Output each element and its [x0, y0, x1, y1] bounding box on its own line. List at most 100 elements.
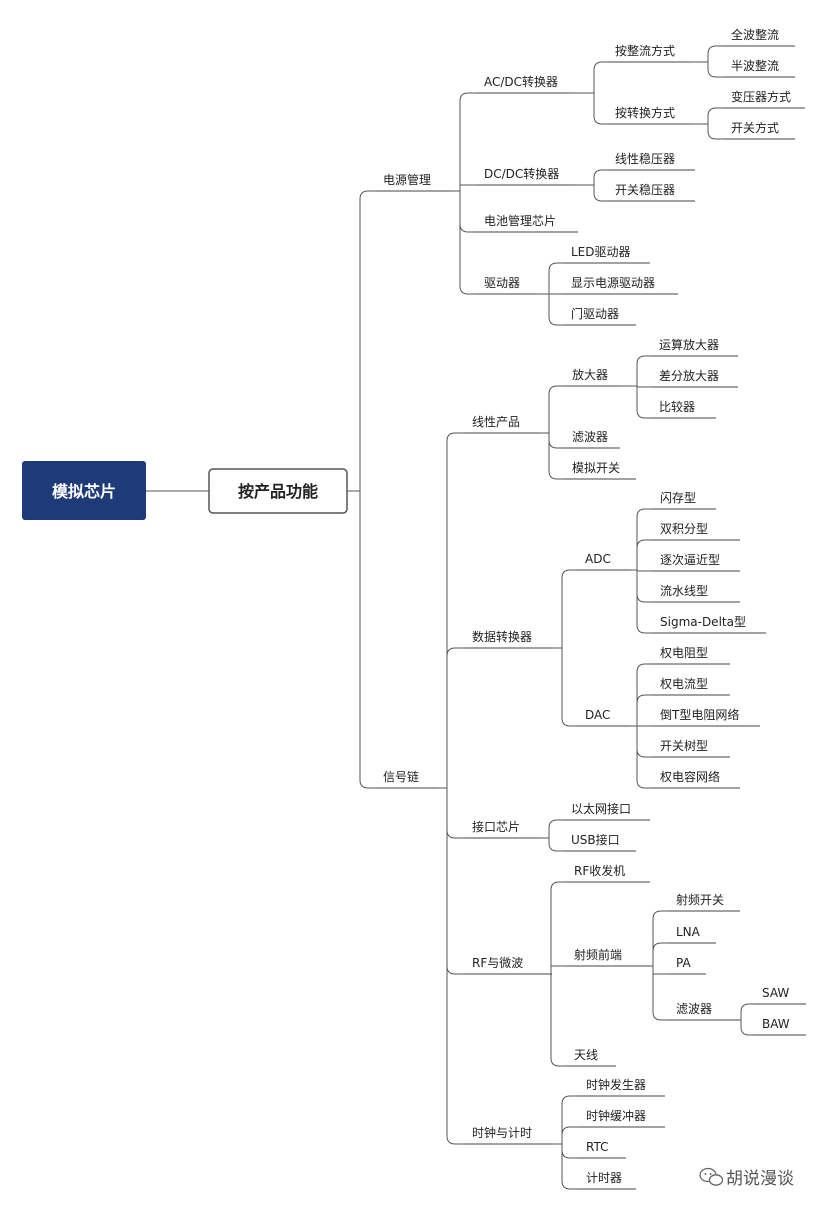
node-amp[interactable]: 放大器: [572, 367, 608, 382]
node-baw[interactable]: BAW: [762, 1017, 790, 1031]
connector-power: [359, 190, 375, 491]
node-acdc-rect[interactable]: 按整流方式: [615, 43, 675, 58]
connector-interface: [446, 788, 464, 839]
node-gate-drv[interactable]: 门驱动器: [571, 306, 619, 321]
connector-battery: [459, 191, 476, 233]
node-clock[interactable]: 时钟与计时: [472, 1125, 532, 1140]
node-switch-mode[interactable]: 开关方式: [731, 120, 779, 135]
node-data-conv[interactable]: 数据转换器: [472, 629, 532, 644]
connector-data_conv: [446, 647, 464, 788]
node-ethernet[interactable]: 以太网接口: [571, 801, 631, 816]
connector-flash: [636, 508, 652, 570]
node-weighted-r[interactable]: 权电阻型: [660, 646, 708, 660]
node-flash[interactable]: 闪存型: [660, 491, 696, 505]
connector-transformer: [707, 107, 723, 124]
node-power[interactable]: 电源管理: [383, 172, 431, 187]
node-rtc[interactable]: RTC: [586, 1140, 608, 1154]
connector-timer: [561, 1144, 578, 1190]
node-filter[interactable]: 滤波器: [572, 430, 608, 444]
node-full-wave[interactable]: 全波整流: [731, 27, 779, 42]
node-lna[interactable]: LNA: [676, 925, 701, 939]
connector-dual_slope: [636, 539, 652, 570]
node-rf[interactable]: RF与微波: [472, 956, 523, 970]
node-usb[interactable]: USB接口: [571, 832, 620, 847]
connector-filter: [548, 433, 564, 449]
node-antenna[interactable]: 天线: [574, 1048, 598, 1062]
node-switch-tree[interactable]: 开关树型: [660, 738, 708, 753]
node-interface[interactable]: 接口芯片: [472, 819, 520, 834]
node-signal[interactable]: 信号链: [383, 769, 419, 784]
node-transformer[interactable]: 变压器方式: [731, 89, 791, 104]
connector-rf: [446, 788, 464, 975]
connector-led_drv: [548, 262, 563, 294]
node-timer[interactable]: 计时器: [586, 1171, 622, 1185]
connector-acdc_conv: [593, 93, 607, 125]
connector-baw: [740, 1020, 754, 1036]
connector-weighted_r: [636, 663, 652, 726]
connector-clk_buf: [561, 1126, 578, 1144]
connector-clk_gen: [561, 1095, 578, 1144]
watermark-text: 胡说漫谈: [726, 1169, 794, 1189]
node-linear[interactable]: 线性产品: [472, 415, 520, 429]
watermark: 胡说漫谈: [699, 1167, 794, 1189]
connector-lines: [146, 45, 754, 1190]
node-pa[interactable]: PA: [676, 956, 691, 970]
connector-linear_reg: [593, 169, 607, 185]
node-dual-slope[interactable]: 双积分型: [660, 522, 708, 536]
node-comparator[interactable]: 比较器: [659, 399, 695, 414]
connector-usb: [548, 838, 563, 852]
wechat-icon: [699, 1167, 724, 1186]
node-weighted-c[interactable]: 权电容网络: [660, 769, 720, 784]
connector-adc: [561, 569, 577, 648]
node-clk-gen[interactable]: 时钟发生器: [586, 1077, 646, 1092]
node-weighted-i[interactable]: 权电流型: [660, 677, 708, 691]
node-disp-drv[interactable]: 显示电源驱动器: [571, 276, 655, 290]
node-battery[interactable]: 电池管理芯片: [484, 213, 556, 228]
connector-linear: [446, 432, 464, 788]
connector-switch_tree: [636, 726, 652, 758]
node-dac[interactable]: DAC: [585, 708, 610, 722]
connector-signal: [359, 491, 375, 789]
root-node-box: [22, 461, 146, 520]
connector-rtc: [561, 1144, 578, 1159]
node-linear-reg[interactable]: 线性稳压器: [615, 151, 675, 166]
node-rf-fe[interactable]: 射频前端: [574, 947, 622, 962]
node-adc[interactable]: ADC: [585, 552, 611, 566]
node-rf-sw[interactable]: 射频开关: [676, 892, 724, 907]
connector-amp: [548, 385, 564, 433]
node-rf-trx[interactable]: RF收发机: [574, 863, 625, 878]
node-diffamp[interactable]: 差分放大器: [659, 368, 719, 383]
connector-lna: [652, 942, 668, 966]
node-analog-sw[interactable]: 模拟开关: [572, 461, 620, 475]
node-half-wave[interactable]: 半波整流: [731, 58, 779, 73]
function-node-box: [208, 468, 348, 514]
node-opamp[interactable]: 运算放大器: [659, 337, 719, 352]
node-acdc-conv[interactable]: 按转换方式: [615, 105, 675, 120]
node-sigma-delta[interactable]: Sigma-Delta型: [660, 615, 746, 629]
connector-gate_drv: [548, 294, 563, 326]
node-acdc[interactable]: AC/DC转换器: [484, 74, 558, 89]
node-clk-buf[interactable]: 时钟缓冲器: [586, 1108, 646, 1123]
connector-acdc_rect: [593, 61, 607, 93]
node-driver[interactable]: 驱动器: [484, 276, 520, 290]
node-sar[interactable]: 逐次逼近型: [660, 553, 720, 567]
node-inv-t[interactable]: 倒T型电阻网络: [660, 707, 739, 722]
connector-opamp: [636, 355, 651, 386]
connector-clock: [446, 788, 464, 1145]
connector-rf_sw: [652, 910, 668, 966]
node-switch-reg[interactable]: 开关稳压器: [615, 182, 675, 197]
function-node[interactable]: 按产品功能: [238, 482, 318, 501]
node-saw[interactable]: SAW: [762, 986, 789, 1000]
node-pipeline[interactable]: 流水线型: [660, 584, 708, 598]
root-node[interactable]: 模拟芯片: [52, 482, 116, 501]
connector-saw: [740, 1003, 754, 1020]
connector-analog_sw: [548, 433, 564, 480]
connector-acdc: [459, 92, 476, 191]
node-dcdc[interactable]: DC/DC转换器: [484, 166, 559, 181]
connector-sigma_delta: [636, 570, 652, 634]
node-rf-filter[interactable]: 滤波器: [676, 1002, 712, 1016]
node-led-drv[interactable]: LED驱动器: [571, 245, 631, 259]
connector-pipeline: [636, 570, 652, 603]
